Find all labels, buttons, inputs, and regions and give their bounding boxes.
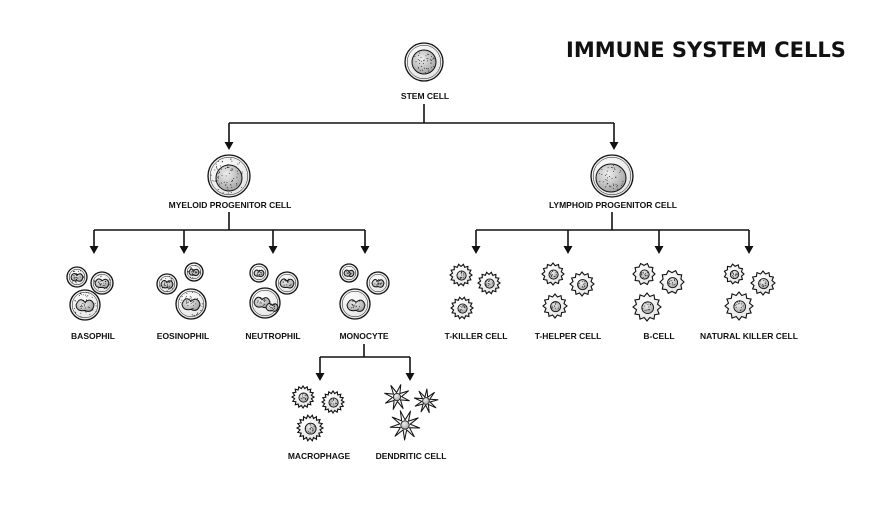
arrowhead: [405, 373, 415, 381]
arrowhead: [89, 246, 99, 254]
arrowhead: [563, 246, 573, 254]
myeloid-progenitor-icon: [207, 154, 251, 198]
cell-illustrations: [66, 42, 776, 442]
t-helper-cluster-icon: [541, 262, 595, 319]
stem-cell-icon: [404, 42, 444, 82]
arrowhead: [179, 246, 189, 254]
arrowhead: [315, 373, 325, 381]
eosinophil-cluster-icon: [156, 262, 207, 320]
arrowhead: [471, 246, 481, 254]
stem-cell-label: STEM CELL: [400, 91, 450, 101]
dendritic-cell-label: DENDRITIC CELL: [375, 451, 447, 461]
basophil-cluster-icon: [66, 266, 114, 321]
arrowheads: [89, 142, 754, 381]
lymphoid-progenitor-icon: [590, 154, 634, 198]
monocyte-label: MONOCYTE: [339, 331, 389, 341]
neutrophil-label: NEUTROPHIL: [245, 331, 301, 341]
b-cell-cluster-icon: [632, 262, 685, 322]
arrowhead: [268, 246, 278, 254]
macrophage-cluster-icon: [290, 384, 346, 442]
arrowhead: [609, 142, 619, 150]
arrowhead: [360, 246, 370, 254]
neutrophil-cluster-icon: [249, 263, 299, 319]
diagram-title: IMMUNE SYSTEM CELLS: [566, 38, 846, 62]
nk-cell-cluster-icon: [723, 263, 776, 321]
basophil-label: BASOPHIL: [71, 331, 115, 341]
arrowhead: [654, 246, 664, 254]
t-killer-label: T-KILLER CELL: [444, 331, 508, 341]
monocyte-cluster-icon: [339, 263, 390, 320]
connector-lines: [93, 104, 750, 373]
eosinophil-label: EOSINOPHIL: [156, 331, 210, 341]
myeloid-progenitor-label: MYELOID PROGENITOR CELL: [168, 200, 292, 210]
macrophage-label: MACROPHAGE: [287, 451, 351, 461]
arrowhead: [224, 142, 234, 150]
natural-killer-label: NATURAL KILLER CELL: [700, 331, 798, 341]
lymphoid-progenitor-label: LYMPHOID PROGENITOR CELL: [549, 200, 677, 210]
dendritic-cluster-icon: [384, 384, 439, 441]
t-killer-cluster-icon: [449, 263, 501, 320]
arrowhead: [744, 246, 754, 254]
b-cell-label: B-CELL: [643, 331, 675, 341]
t-helper-label: T-HELPER CELL: [534, 331, 602, 341]
